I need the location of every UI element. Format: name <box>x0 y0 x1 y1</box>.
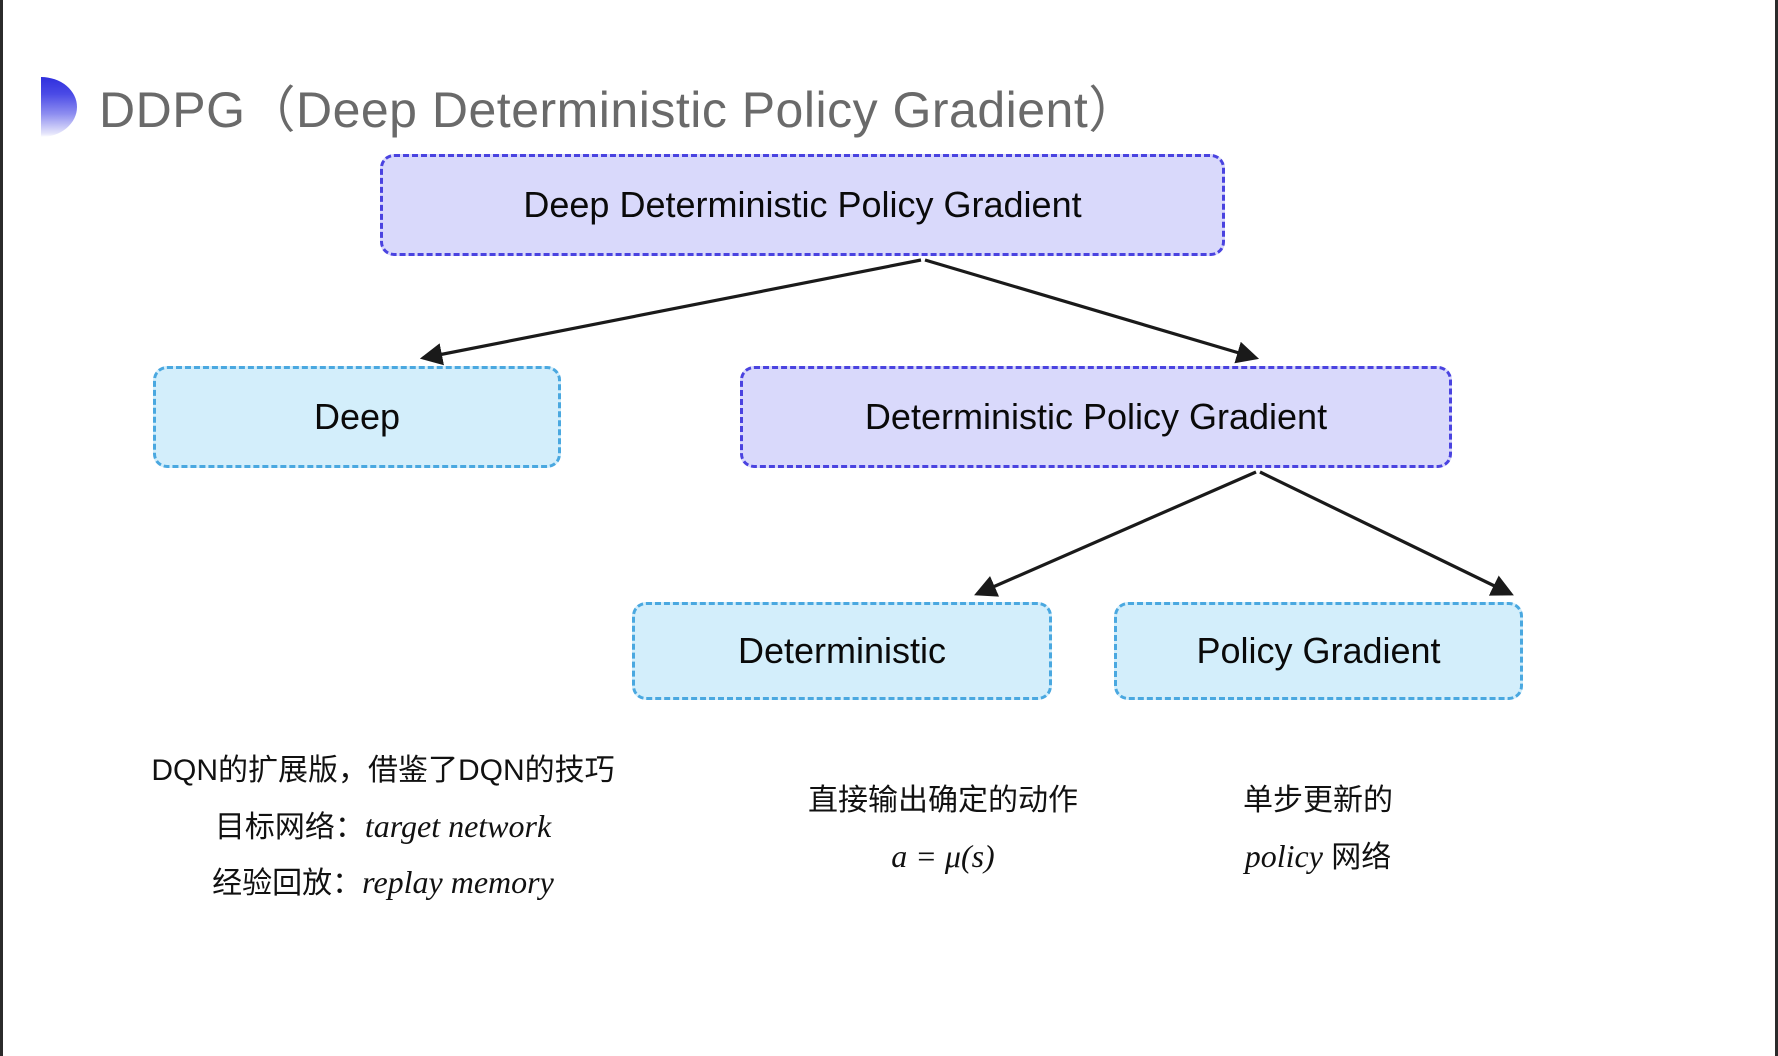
annotation-deep-line-3-term: replay memory <box>362 864 554 900</box>
annotation-deep-line-3: 经验回放：replay memory <box>123 854 643 911</box>
edge-dpg-to-policy-gradient <box>1259 470 1514 596</box>
annotation-policy-gradient-suffix: 网络 <box>1322 840 1392 874</box>
annotation-deep: DQN的扩展版，借鉴了DQN的技巧 目标网络：target network 经验… <box>123 745 643 911</box>
node-policy-gradient[interactable]: Policy Gradient <box>1114 602 1523 700</box>
node-deterministic[interactable]: Deterministic <box>632 602 1052 700</box>
edge-root-to-deep <box>419 258 922 366</box>
annotation-policy-gradient-term: policy <box>1244 837 1323 874</box>
edge-dpg-to-deterministic <box>974 470 1257 597</box>
annotation-deep-line-1: DQN的扩展版，借鉴了DQN的技巧 <box>151 754 615 787</box>
annotation-deep-line-2: 目标网络：target network <box>123 798 643 855</box>
annotation-policy-gradient: 单步更新的 policy 网络 <box>1148 775 1488 884</box>
annotation-deep-line-3-label: 经验回放： <box>212 867 363 900</box>
node-deep[interactable]: Deep <box>153 366 561 468</box>
title-bullet-icon <box>41 77 77 137</box>
edge-root-to-dpg <box>924 258 1260 364</box>
annotation-policy-gradient-line-2: policy 网络 <box>1148 828 1488 885</box>
annotation-policy-gradient-line-1: 单步更新的 <box>1243 784 1393 817</box>
annotation-deterministic-formula: a = μ(s) <box>891 837 995 874</box>
page-title: DDPG（Deep Deterministic Policy Gradient） <box>99 82 1139 138</box>
annotation-deterministic: 直接输出确定的动作 a = μ(s) <box>693 775 1193 884</box>
annotation-deterministic-line-1: 直接输出确定的动作 <box>808 784 1078 817</box>
annotation-deep-line-2-term: target network <box>364 807 552 844</box>
node-root[interactable]: Deep Deterministic Policy Gradient <box>380 154 1225 256</box>
node-deterministic-policy-gradient[interactable]: Deterministic Policy Gradient <box>740 366 1452 468</box>
annotation-deep-line-2-label: 目标网络： <box>214 810 365 844</box>
